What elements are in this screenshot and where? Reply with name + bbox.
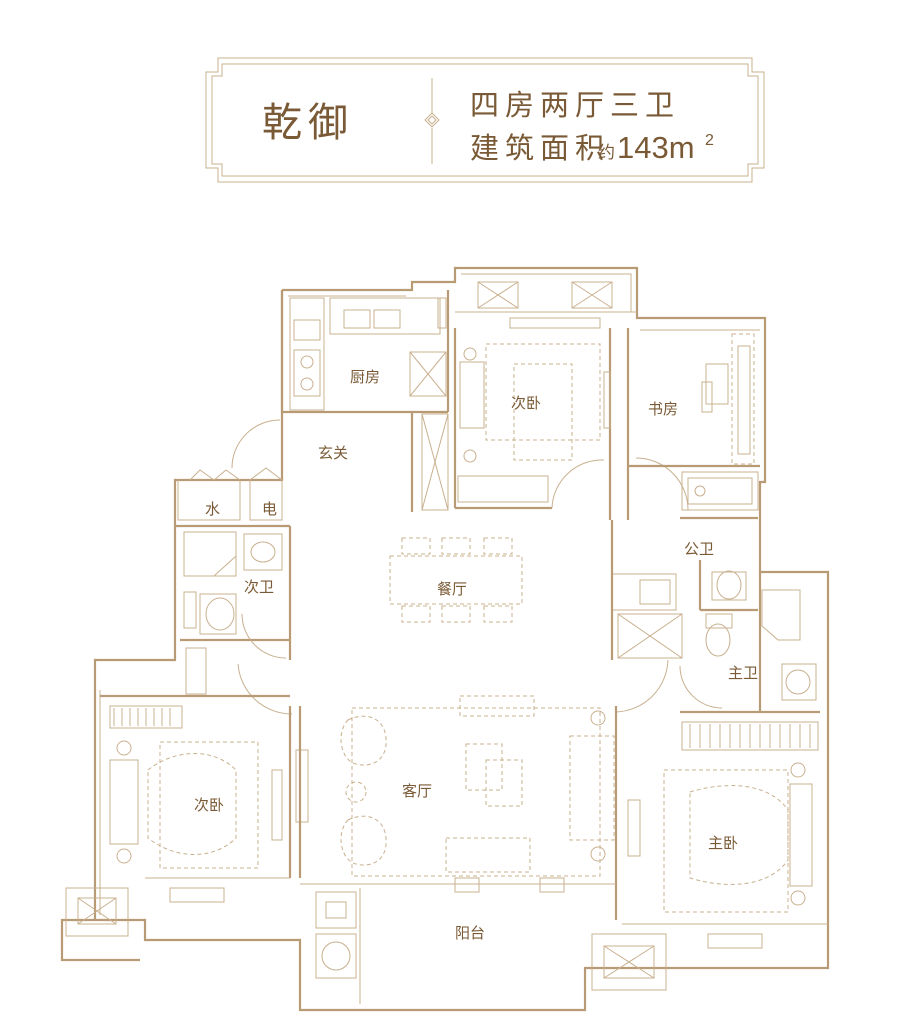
public-bath-label: 公卫	[684, 540, 714, 558]
bedroom-top-area	[453, 328, 612, 520]
master-bath-area	[611, 572, 820, 714]
project-name: 乾御	[262, 100, 354, 146]
kitchen-label: 厨房	[350, 368, 380, 386]
master-bath-label: 主卫	[728, 664, 758, 682]
balcony-area	[300, 883, 616, 1004]
master-bedroom-label: 主卧	[708, 834, 738, 852]
balcony-label: 阳台	[455, 924, 485, 942]
electric-label: 电	[262, 500, 277, 518]
outer-walls	[60, 266, 830, 1012]
water-label: 水	[205, 500, 220, 518]
corridor-doors	[237, 520, 669, 715]
master-bedroom-area	[591, 721, 828, 991]
living-area	[295, 695, 618, 920]
header-frame	[205, 57, 765, 183]
layout-text: 四房两厅三卫	[470, 88, 680, 122]
dining-label: 餐厅	[437, 580, 467, 598]
living-label: 客厅	[402, 782, 432, 800]
second-bath-label: 次卫	[244, 578, 274, 596]
diamond-ornament	[424, 112, 440, 128]
foyer-label: 玄关	[318, 444, 348, 462]
area-label: 建筑面积	[470, 131, 610, 165]
kitchen-area	[289, 290, 450, 414]
bedroom-top-label: 次卧	[511, 394, 541, 412]
study-label: 书房	[648, 400, 678, 418]
foyer-area	[175, 412, 449, 528]
bedroom-left-area	[65, 694, 292, 937]
study-area	[626, 328, 760, 520]
top-windows	[455, 281, 637, 329]
room-labels: 厨房 次卧 书房 玄关 水 电 次卫 餐厅 公卫 主卫 次卧 客厅 主卧 阳台	[194, 368, 758, 942]
area-superscript: 2	[705, 132, 714, 149]
area-value: 143m	[617, 130, 695, 165]
second-bath-area	[180, 526, 292, 695]
area-prefix: 约	[598, 143, 615, 163]
dining-table	[389, 537, 523, 623]
bedroom-left-label: 次卧	[194, 796, 224, 814]
public-bath-area	[680, 471, 759, 612]
